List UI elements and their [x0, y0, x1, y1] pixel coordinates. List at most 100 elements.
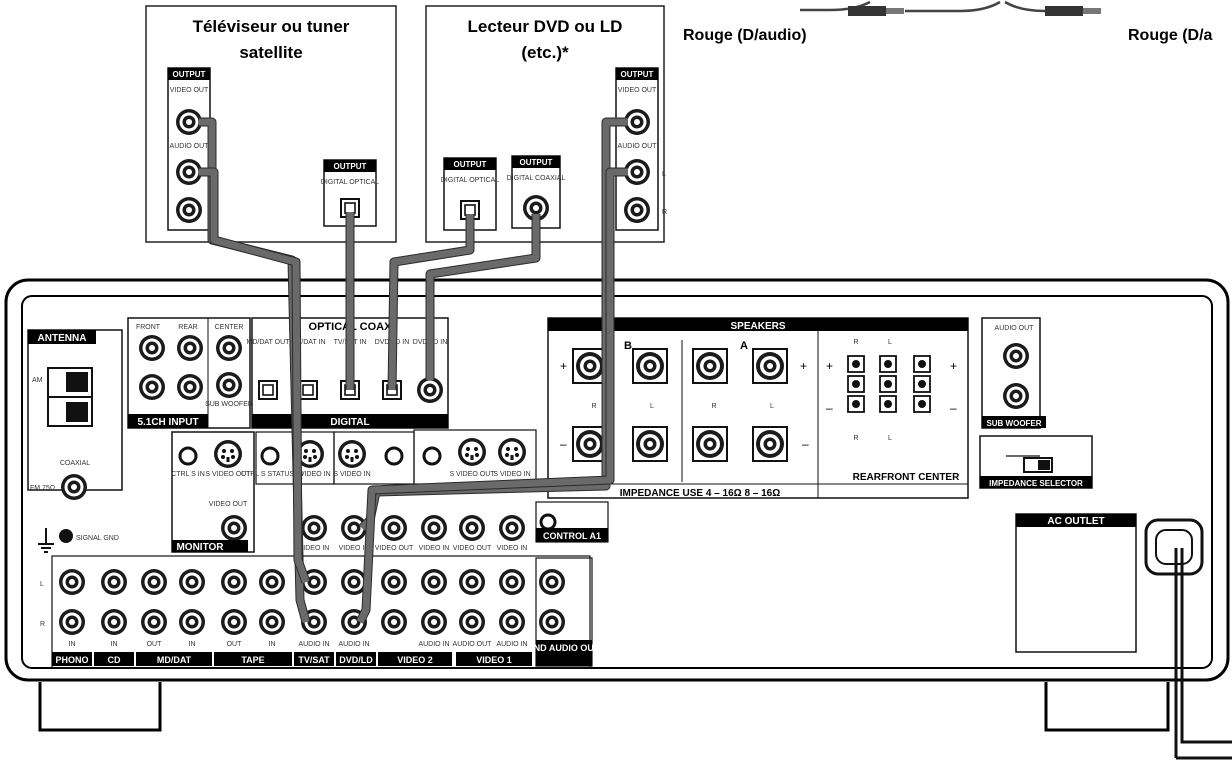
dvd-r-mark: R — [662, 209, 667, 216]
tv-box-title-line2: satellite — [239, 43, 302, 62]
video2-video-in-jack — [421, 515, 447, 541]
fm-coaxial-jack — [61, 474, 87, 500]
red-right-audio-label-1: Rouge (D/audio) — [683, 27, 807, 44]
speaker-b-l-label: L — [650, 403, 654, 410]
dvd-optical-badge: OUTPUT — [454, 160, 487, 169]
speaker-a-l-plus — [752, 348, 788, 384]
speakers-label: SPEAKERS — [730, 321, 785, 332]
tape-out-l-jack — [221, 569, 247, 595]
dvd-output-badge: OUTPUT — [621, 70, 654, 79]
tv-sat-label: TV/SAT — [298, 655, 330, 665]
dvd-video-out-label: VIDEO OUT — [618, 87, 657, 94]
tv-output-badge: OUTPUT — [173, 70, 206, 79]
rear-r-jack — [177, 374, 203, 400]
svg-text:–: – — [802, 437, 809, 451]
video1-video-out-label: VIDEO OUT — [453, 545, 492, 552]
video1-video-out-jack — [459, 515, 485, 541]
video2-label: VIDEO 2 — [397, 655, 433, 665]
video1-s-video-out-label: S VIDEO OUT — [449, 471, 495, 478]
tv-video-out-label: VIDEO OUT — [170, 87, 209, 94]
video1-s-video-out-jack — [458, 438, 486, 466]
monitor-s-video-out-jack — [214, 440, 242, 468]
input-51ch-section: FRONT REAR CENTER SUB WOOFER 5.1CH INPUT — [127, 317, 253, 429]
impedance-use-label: IMPEDANCE USE 4 – 16Ω 8 – 16Ω — [620, 488, 781, 499]
tv-sat-video-in-jack — [301, 515, 327, 541]
connection-cables — [199, 117, 628, 625]
speaker-a-r-label: R — [711, 403, 716, 410]
tape-in-r-jack — [259, 609, 285, 635]
video2-audio-out-l-jack — [381, 569, 407, 595]
tape-in-l-jack — [259, 569, 285, 595]
video1-audio-in-l-jack — [499, 569, 525, 595]
tv-video-out-jack — [176, 109, 202, 135]
dvd-s-video-in-label: S VIDEO IN — [333, 471, 370, 478]
tv-sat-s-video-in-label: S VIDEO IN — [293, 471, 330, 478]
video2-audio-in-r-jack — [421, 609, 447, 635]
antenna-section: ANTENNA AM COAXIAL FM 75Ω — [27, 329, 123, 500]
speaker-a-l-label: L — [770, 403, 774, 410]
monitor-s-video-out-label: S VIDEO OUT — [205, 471, 251, 478]
tape-out-label: OUT — [227, 641, 243, 648]
tv-satellite-box: Téléviseur ou tuner satellite OUTPUT VID… — [145, 5, 397, 243]
cd-label: CD — [108, 655, 121, 665]
md-dat-label: MD/DAT — [157, 655, 192, 665]
tv-audio-out-r-jack — [176, 197, 202, 223]
speaker-a-r-plus — [692, 348, 728, 384]
speaker-a-l-minus — [752, 426, 788, 462]
video2-video-out-jack — [381, 515, 407, 541]
phono-r-jack — [59, 609, 85, 635]
svg-text:–: – — [826, 401, 833, 415]
rear-l-plus-term — [879, 355, 897, 373]
md-dat-optical-out-jack — [258, 380, 278, 400]
front-label: FRONT — [136, 324, 161, 331]
video1-s-video-in-jack — [498, 438, 526, 466]
red-right-audio-label-2: Rouge (D/a — [1128, 27, 1213, 44]
sub-woofer-out-section: AUDIO OUT SUB WOOFER — [981, 317, 1046, 429]
audio-input-rows: L R PHONO IN CD IN MD/DAT OUT IN TAPE OU… — [40, 501, 609, 669]
sw-audio-out-label: AUDIO OUT — [995, 325, 1035, 332]
monitor-label: MONITOR — [176, 542, 224, 553]
dvd-optical-label: DIGITAL OPTICAL — [441, 177, 499, 184]
tv-optical-badge: OUTPUT — [334, 162, 367, 171]
rear-r-plus-term — [847, 355, 865, 373]
dvd-l-mark: L — [662, 171, 666, 178]
phono-in-label: IN — [69, 641, 76, 648]
dvd-ld-audio-in-label: AUDIO IN — [338, 641, 369, 648]
phono-l-jack — [59, 569, 85, 595]
rear-front-center-label: REARFRONT CENTER — [853, 472, 960, 483]
impedance-selector-section: IMPEDANCE SELECTOR — [979, 435, 1093, 489]
video1-audio-out-l-jack — [459, 569, 485, 595]
2nd-audio-out-r-jack — [539, 609, 565, 635]
input-51-label: 5.1CH INPUT — [137, 417, 198, 428]
rear-l-top-label: L — [888, 339, 892, 346]
center-minus-term — [913, 395, 931, 413]
svg-text:+: + — [800, 359, 807, 373]
md-dat-out-label: OUT — [147, 641, 163, 648]
tv-sat-audio-in-label: AUDIO IN — [298, 641, 329, 648]
rear-r-top-label: R — [853, 339, 858, 346]
md-dat-optical-in-jack — [298, 380, 318, 400]
ac-outlet-section: AC OUTLET — [1015, 513, 1232, 760]
video1-video-in-jack — [499, 515, 525, 541]
front-l-jack — [139, 335, 165, 361]
video1-audio-in-label: AUDIO IN — [496, 641, 527, 648]
md-dat-out-r-jack — [141, 609, 167, 635]
svg-text:–: – — [950, 401, 957, 415]
cd-l-jack — [101, 569, 127, 595]
2nd-audio-out-l-jack — [539, 569, 565, 595]
tv-sat-video-in-label: VIDEO IN — [299, 545, 330, 552]
2nd-audio-out-label: 2ND AUDIO OUT — [529, 643, 600, 653]
dvd-ld-video-in-label: VIDEO IN — [339, 545, 370, 552]
md-dat-out-l-jack — [141, 569, 167, 595]
antenna-label: ANTENNA — [38, 333, 87, 344]
fm-label: FM 75Ω — [30, 485, 55, 492]
front-r-jack — [139, 374, 165, 400]
center-mid-term — [913, 375, 931, 393]
l-row-label: L — [40, 581, 44, 588]
center-label: CENTER — [215, 324, 244, 331]
cd-r-jack — [101, 609, 127, 635]
tv-optical-label: DIGITAL OPTICAL — [321, 179, 379, 186]
speaker-a-r-minus — [692, 426, 728, 462]
coaxial-label: COAXIAL — [60, 460, 90, 467]
